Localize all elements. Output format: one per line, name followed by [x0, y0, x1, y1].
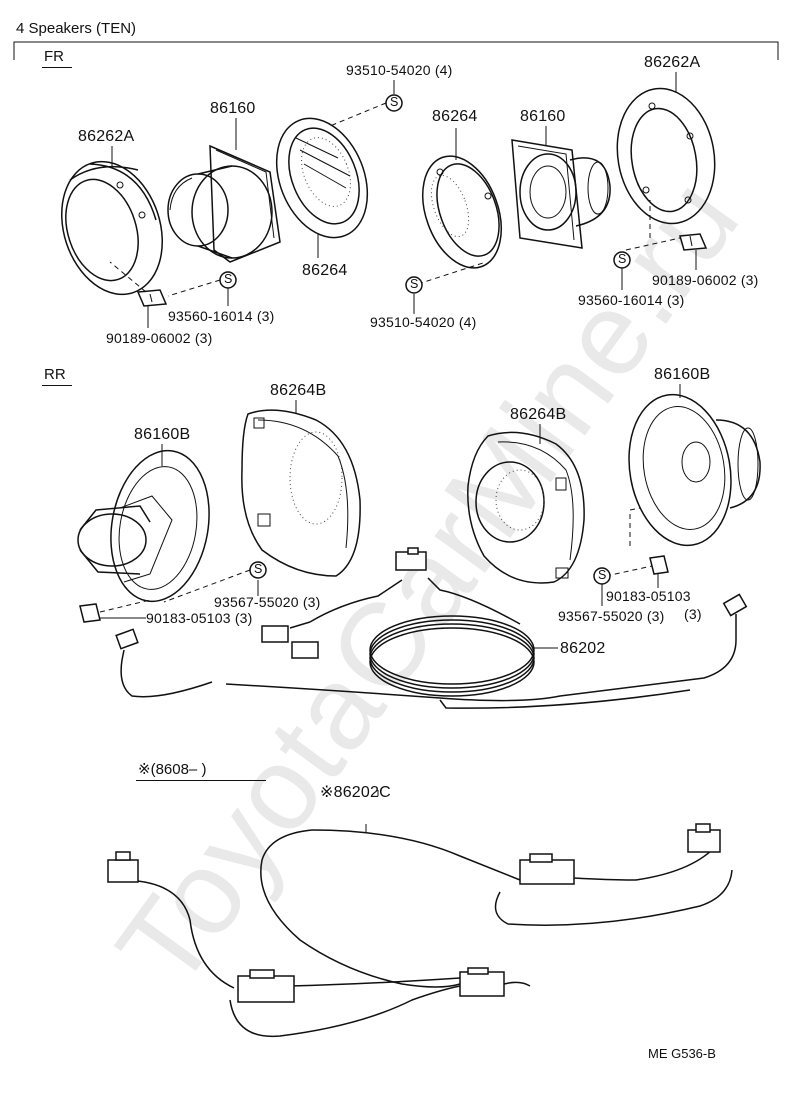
- rr-label-cover-left: 86264B: [270, 382, 327, 399]
- rr-connector-top: [395, 547, 427, 571]
- lower-connector-e: [687, 823, 721, 853]
- lower-connector-d: [519, 853, 575, 885]
- fr-leader-screw-top: [329, 102, 387, 127]
- figure-code: ME G536-B: [648, 1046, 716, 1061]
- fr-leader-screw-left: [167, 279, 221, 297]
- fr-label-ring-left: 86262A: [78, 128, 135, 145]
- fr-ring-right: [616, 87, 716, 225]
- section-rr-underline: [42, 385, 72, 387]
- rr-speaker-right: [628, 393, 761, 547]
- fr-screw-bottom-glyph: S: [410, 277, 419, 291]
- rr-harness: [120, 577, 737, 709]
- fr-label-cover-left: 86264: [302, 262, 348, 279]
- rr-screw-right-icon: [593, 567, 611, 585]
- rr-connector-pair: [261, 625, 319, 659]
- rr-nut-left: [79, 603, 101, 623]
- rr-cover-left: [241, 409, 361, 577]
- frame-bracket: [13, 41, 779, 60]
- rr-label-nut-right-qty: (3): [684, 606, 702, 622]
- lower-label-harness-c: ※86202C: [320, 784, 391, 801]
- section-rr-label: RR: [44, 366, 66, 383]
- section-fr-underline: [42, 67, 72, 69]
- fr-screw-bottom-icon: [405, 276, 423, 294]
- section-fr-label: FR: [44, 48, 64, 65]
- rr-cover-right: [467, 431, 585, 584]
- harness-86202c: [119, 824, 733, 1038]
- rr-leader-nut-left: [99, 599, 151, 613]
- fr-label-screw-bottom: 93510-54020 (4): [370, 314, 477, 330]
- fr-screw-top-icon: [385, 94, 403, 112]
- fr-label-clip-right: 90189-06002 (3): [652, 272, 759, 288]
- rr-leader-screw-left: [163, 569, 251, 603]
- rr-connector-right: [722, 593, 748, 617]
- fr-label-ring-right: 86262A: [644, 54, 701, 71]
- fr-leader-screw-right: [625, 237, 681, 251]
- rr-screw-left-icon: [249, 561, 267, 579]
- rr-label-speaker-right: 86160B: [654, 366, 711, 383]
- rr-screw-right-glyph: S: [598, 568, 607, 582]
- rr-speaker-left: [77, 449, 210, 603]
- rr-label-screw-right: 93567-55020 (3): [558, 608, 665, 624]
- fr-label-cover-right: 86264: [432, 108, 478, 125]
- rr-label-speaker-left: 86160B: [134, 426, 191, 443]
- lower-connector-c: [459, 967, 505, 997]
- fr-cover-left: [275, 117, 369, 239]
- fr-speaker-right: [511, 139, 611, 249]
- fr-screw-right-icon: [613, 251, 631, 269]
- fr-label-screw-right: 93560-16014 (3): [578, 292, 685, 308]
- lower-connector-a: [107, 851, 139, 883]
- rr-leader-nut-right: [629, 507, 641, 546]
- fr-screw-right-glyph: S: [618, 252, 627, 266]
- fr-cover-right: [422, 155, 502, 269]
- fr-leader-screw-bottom: [417, 261, 487, 285]
- fr-label-screw-left: 93560-16014 (3): [168, 308, 275, 324]
- rr-label-cover-right: 86264B: [510, 406, 567, 423]
- fr-label-speaker-left: 86160: [210, 100, 256, 117]
- rr-leader-screw-right: [605, 565, 653, 577]
- fr-ring-left: [60, 160, 164, 296]
- fr-speaker-left: [167, 144, 281, 263]
- fr-leader-clip-left: [109, 261, 147, 293]
- fr-clip-left: [136, 289, 168, 307]
- fr-screw-top-glyph: S: [390, 95, 399, 109]
- fr-label-speaker-right: 86160: [520, 108, 566, 125]
- section-note-label: ※(8608– ): [138, 761, 207, 778]
- rr-label-nut-right: 90183-05103: [606, 588, 691, 604]
- rr-nut-right: [649, 555, 669, 575]
- section-note-underline: [136, 780, 266, 782]
- rr-connector-left: [115, 628, 139, 650]
- fr-screw-left-glyph: S: [224, 272, 233, 286]
- rr-label-screw-left: 93567-55020 (3): [214, 594, 321, 610]
- fr-clip-right: [679, 233, 708, 251]
- fr-label-screw-top: 93510-54020 (4): [346, 62, 453, 78]
- rr-screw-left-glyph: S: [254, 562, 263, 576]
- lower-connector-b: [237, 969, 295, 1003]
- page-title: 4 Speakers (TEN): [16, 20, 137, 37]
- fr-label-clip-left: 90189-06002 (3): [106, 330, 213, 346]
- fr-screw-left-icon: [219, 271, 237, 289]
- rr-label-nut-left: 90183-05103 (3): [146, 610, 253, 626]
- rr-label-harness: 86202: [560, 640, 606, 657]
